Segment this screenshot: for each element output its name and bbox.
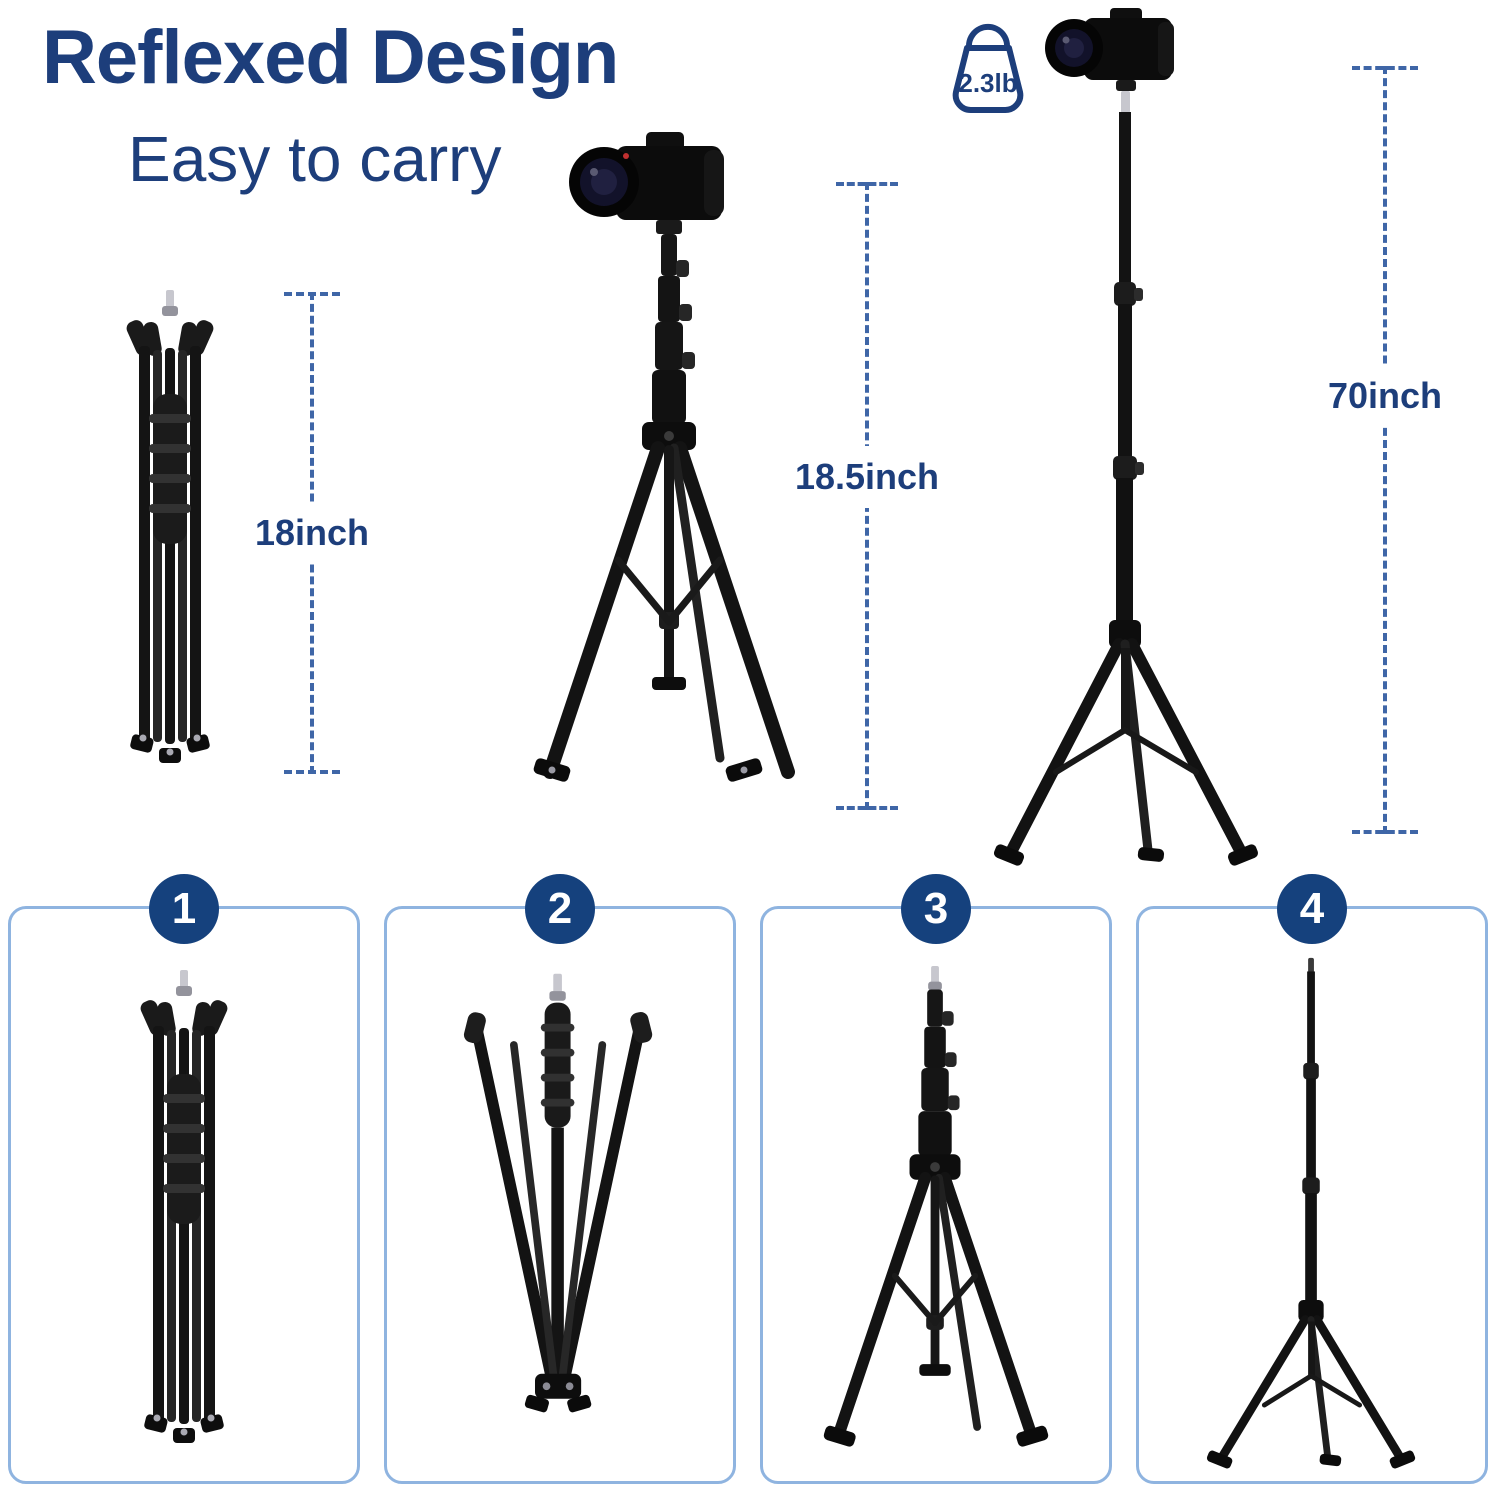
opened-height-measure: 18.5inch	[792, 182, 942, 810]
measure-line	[1383, 66, 1387, 834]
step-number-badge: 2	[525, 874, 595, 944]
measure-tick	[836, 806, 898, 810]
step-number-badge: 4	[1277, 874, 1347, 944]
page-subtitle: Easy to carry	[128, 123, 502, 195]
camera-icon	[569, 132, 724, 234]
opened-small-tripod-illustration	[823, 965, 1049, 1447]
step-number-badge: 1	[149, 874, 219, 944]
weight-label: 2.3lb	[958, 68, 1018, 98]
extended-stand-illustration	[993, 8, 1259, 866]
folded-tripod-figure	[85, 286, 255, 786]
opened-tripod-illustration	[533, 132, 795, 782]
step-number-badge: 3	[901, 874, 971, 944]
weight-badge: 2.3lb	[936, 10, 1040, 122]
extended-stand-with-camera-figure	[972, 8, 1332, 888]
folded-tripod-illustration	[140, 970, 228, 1443]
measure-tick	[284, 770, 340, 774]
opened-tripod-with-camera-figure	[488, 132, 808, 832]
measure-tick	[1352, 830, 1418, 834]
extended-stand-small-illustration	[1206, 957, 1416, 1469]
kettlebell-weight-icon	[952, 23, 1024, 113]
extended-height-label: 70inch	[1325, 365, 1445, 428]
unfolding-tripod-illustration	[463, 973, 653, 1413]
step-3-opened-tripod-figure	[806, 964, 1066, 1474]
extended-height-measure: 70inch	[1325, 66, 1445, 834]
folded-height-measure: 18inch	[252, 292, 372, 774]
step-1-folded-tripod-figure	[99, 966, 269, 1466]
page-title: Reflexed Design	[42, 15, 619, 100]
step-4-extended-stand-figure	[1162, 952, 1462, 1477]
opened-height-label: 18.5inch	[792, 446, 942, 509]
camera-icon	[1045, 8, 1174, 91]
folded-tripod-illustration	[126, 290, 214, 763]
step-2-unfolding-tripod-figure	[440, 968, 680, 1468]
folded-height-label: 18inch	[252, 502, 372, 564]
